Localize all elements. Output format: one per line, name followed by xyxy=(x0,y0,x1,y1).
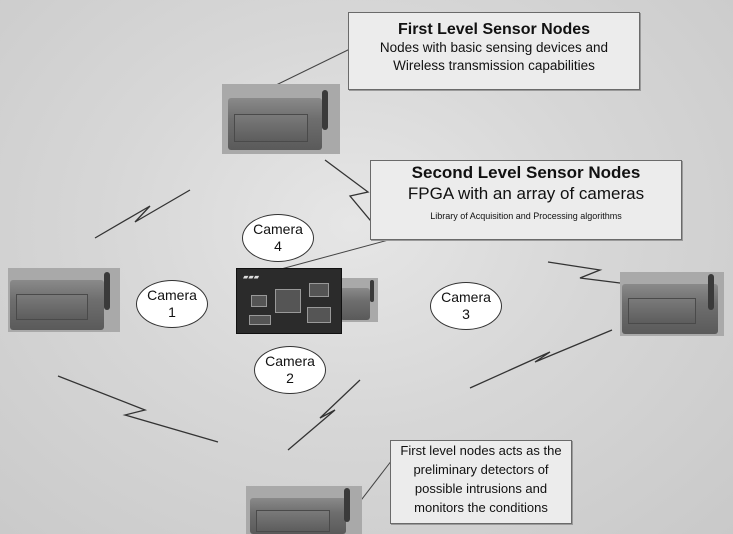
first-level-callout: First Level Sensor Nodes Nodes with basi… xyxy=(348,12,640,90)
first-level-node-center xyxy=(340,278,378,322)
wireless-link-top xyxy=(324,159,386,239)
first-level-line-1: Nodes with basic sensing devices and xyxy=(379,40,609,55)
bottom-callout-line-1: First level nodes acts as the xyxy=(400,443,562,458)
wireless-link-right-lower xyxy=(469,329,613,389)
fpga-board: ▰▰▰ xyxy=(236,268,342,334)
wireless-link-right xyxy=(547,261,629,285)
first-level-node-top xyxy=(222,84,340,154)
antenna-icon xyxy=(104,272,110,310)
camera-label: Camera xyxy=(253,221,303,237)
first-level-node-left xyxy=(8,268,120,332)
second-level-line-2: Library of Acquisition and Processing al… xyxy=(430,211,622,221)
fpga-logo-icon: ▰▰▰ xyxy=(243,273,260,281)
camera-number: 3 xyxy=(462,306,470,322)
second-level-title: Second Level Sensor Nodes xyxy=(411,163,641,182)
camera-label: Camera xyxy=(265,353,315,369)
antenna-icon xyxy=(708,274,714,310)
camera-1-bubble: Camera 1 xyxy=(136,280,208,328)
antenna-icon xyxy=(370,280,374,302)
first-level-node-right xyxy=(620,272,724,336)
camera-number: 4 xyxy=(274,238,282,254)
first-callout-pointer xyxy=(269,47,353,89)
wireless-link-left-lower xyxy=(57,375,219,443)
bottom-callout-line-3: possible intrusions and xyxy=(414,481,548,496)
first-level-node-bottom xyxy=(246,486,362,534)
antenna-icon xyxy=(322,90,328,130)
camera-number: 2 xyxy=(286,370,294,386)
first-level-line-2: Wireless transmission capabilities xyxy=(393,58,595,73)
first-level-title: First Level Sensor Nodes xyxy=(397,21,591,38)
second-level-callout: Second Level Sensor Nodes FPGA with an a… xyxy=(370,160,682,240)
bottom-callout: First level nodes acts as the preliminar… xyxy=(390,440,572,524)
camera-number: 1 xyxy=(168,304,176,320)
wireless-link-left-upper xyxy=(94,189,191,239)
camera-2-bubble: Camera 2 xyxy=(254,346,326,394)
bottom-callout-line-2: preliminary detectors of xyxy=(413,462,549,477)
camera-3-bubble: Camera 3 xyxy=(430,282,502,330)
camera-label: Camera xyxy=(441,289,491,305)
bottom-callout-line-4: monitors the conditions xyxy=(414,500,548,515)
wireless-link-bottom xyxy=(287,379,361,451)
camera-label: Camera xyxy=(147,287,197,303)
camera-4-bubble: Camera 4 xyxy=(242,214,314,262)
second-level-line-1: FPGA with an array of cameras xyxy=(407,184,645,203)
antenna-icon xyxy=(344,488,350,522)
